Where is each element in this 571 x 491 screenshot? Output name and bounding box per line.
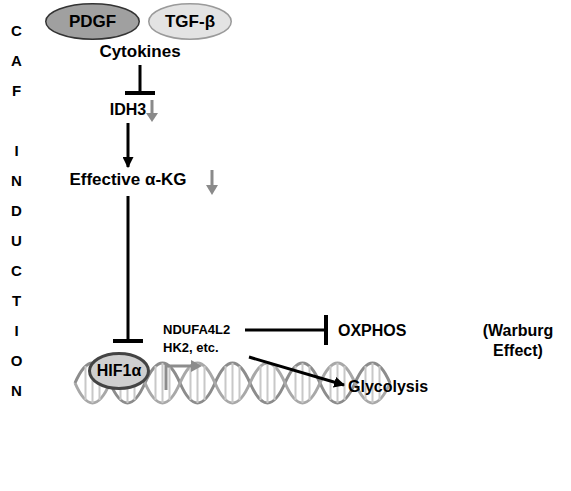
node-text: Effective α-KG xyxy=(40,170,216,190)
ellipse-shape xyxy=(90,354,149,389)
transcription-arrow xyxy=(166,366,192,390)
arrow-connector xyxy=(249,357,344,385)
inhibition-connector xyxy=(126,196,129,341)
text-node: Effective α-KG xyxy=(40,170,216,190)
text-node: Cytokines xyxy=(80,42,200,62)
node-text: TGF-β xyxy=(165,12,215,32)
node-text: Cytokines xyxy=(80,42,200,62)
decrease-arrow-head xyxy=(146,113,158,122)
text-node: IDH3 xyxy=(100,100,156,120)
inhibition-connector xyxy=(245,329,326,332)
decrease-arrow-head xyxy=(206,185,218,195)
factor-ellipse: HIF1α xyxy=(88,352,150,390)
node-text: Glycolysis xyxy=(348,377,448,397)
transcription-arrow-head xyxy=(191,360,202,372)
ellipse-shape xyxy=(149,4,232,40)
ellipse-shape xyxy=(46,4,140,40)
decrease-arrow xyxy=(151,100,154,114)
decrease-arrow xyxy=(211,170,214,186)
node-text: HIF1α xyxy=(97,362,142,380)
side-label: CAF INDUCTION xyxy=(8,22,25,412)
inhibition-connector xyxy=(138,65,141,93)
text-node: Glycolysis xyxy=(348,377,448,397)
node-text: NDUFA4L2 HK2, etc. xyxy=(163,321,239,357)
node-text: PDGF xyxy=(69,12,116,32)
gene-list: NDUFA4L2 HK2, etc. xyxy=(163,321,239,357)
cytokine-ellipse: PDGF xyxy=(45,3,140,40)
text-node: OXPHOS xyxy=(338,321,428,341)
node-text: OXPHOS xyxy=(338,321,428,341)
effect-label: (Warburg Effect) xyxy=(466,321,570,361)
arrow-connector xyxy=(127,123,130,167)
node-text: IDH3 xyxy=(100,100,156,120)
cytokine-ellipse: TGF-β xyxy=(148,3,232,40)
